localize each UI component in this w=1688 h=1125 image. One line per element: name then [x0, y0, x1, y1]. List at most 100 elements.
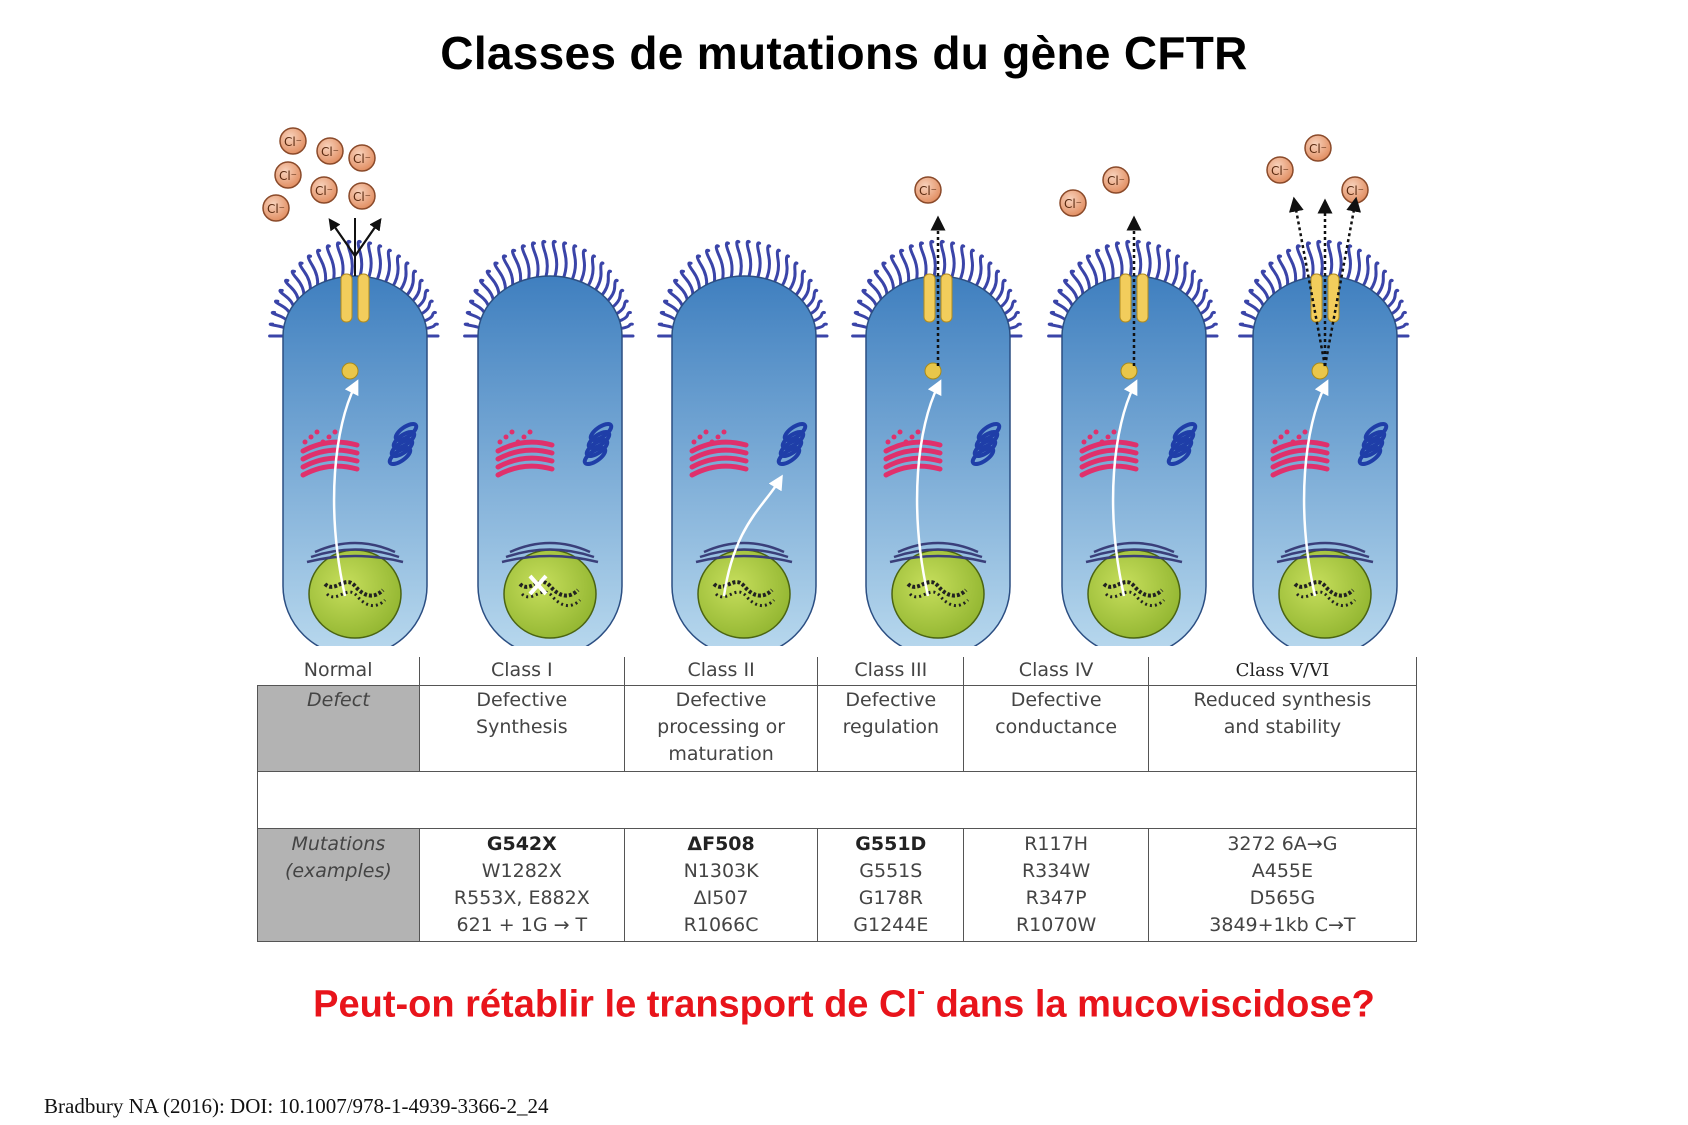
- defect-line: Defective: [675, 689, 767, 711]
- cilium: [1077, 261, 1091, 293]
- golgi-vesicle: [1111, 429, 1117, 435]
- cilium: [974, 254, 984, 289]
- question-text-start: Peut-on rétablir le transport de Cl: [313, 983, 918, 1026]
- cilium: [1095, 248, 1107, 286]
- coil-turn: [393, 421, 419, 443]
- cilium: [1145, 241, 1152, 281]
- cilium: [793, 269, 807, 298]
- cilium: [939, 239, 947, 280]
- cilium: [1295, 244, 1306, 283]
- golgi-vesicle: [691, 439, 697, 445]
- cilium: [1125, 239, 1133, 280]
- golgi-cisterna: [1270, 455, 1330, 470]
- coil-turn: [782, 421, 808, 443]
- cilium: [346, 239, 354, 280]
- column-header-class-iv: Class IV: [963, 657, 1149, 686]
- cilium: [1260, 269, 1276, 298]
- chloride-ion-icon: Cl⁻: [310, 176, 338, 204]
- endoplasmic-reticulum: [1276, 541, 1374, 564]
- golgi-vesicle: [1272, 439, 1278, 445]
- channel-half: [1136, 273, 1149, 323]
- table-row-blank: [257, 771, 1417, 829]
- cilium: [997, 288, 1013, 310]
- cell-4: [1047, 239, 1219, 646]
- cell-2: [657, 239, 829, 646]
- ion-circle: [1304, 134, 1332, 162]
- cilium: [1380, 278, 1394, 304]
- cilium: [616, 310, 632, 324]
- chloride-ion-icon: Cl⁻: [1102, 166, 1130, 194]
- cilium: [530, 241, 540, 281]
- ion-label: Cl⁻: [1271, 164, 1289, 178]
- channel-half: [1119, 273, 1132, 323]
- cilium: [966, 248, 975, 286]
- defect-line: Defective: [476, 689, 568, 711]
- er-icon: [387, 421, 419, 467]
- cilium: [290, 269, 306, 298]
- cftr-channel-icon: [1310, 273, 1340, 323]
- ion-circle: [274, 161, 302, 189]
- golgi-vesicle: [891, 434, 897, 440]
- coil-turn: [1172, 421, 1198, 443]
- cell-5: [1238, 239, 1410, 646]
- golgi-vesicle: [497, 439, 503, 445]
- cilium: [375, 244, 383, 283]
- mutation-example: G1244E: [853, 914, 929, 936]
- defect-line: and stability: [1223, 716, 1342, 738]
- chloride-ion-icon: Cl⁻: [316, 137, 344, 165]
- cilium: [1162, 248, 1171, 286]
- golgi-vesicle: [1278, 434, 1284, 440]
- cilium: [1286, 248, 1298, 286]
- cilium: [1069, 269, 1085, 298]
- cilium: [418, 299, 434, 317]
- cilium: [679, 269, 695, 298]
- cilium: [1005, 322, 1022, 331]
- ion-label: Cl⁻: [284, 135, 302, 149]
- cftr-vesicle: [1311, 362, 1329, 380]
- cilium: [1154, 244, 1162, 283]
- endoplasmic-reticulum: [1085, 541, 1183, 564]
- dna-strand: [714, 590, 776, 607]
- golgi-cisterna: [689, 447, 749, 462]
- cilium: [561, 241, 568, 281]
- cilium: [421, 310, 437, 324]
- cilium: [735, 239, 743, 280]
- cilium: [391, 254, 401, 289]
- row-label-mutations: Mutations (examples): [257, 828, 420, 942]
- cilium: [298, 261, 312, 293]
- question-text-end: dans la mucoviscidose?: [925, 983, 1375, 1026]
- defect-line: Defective: [1010, 689, 1102, 711]
- chloride-ion-icon: Cl⁻: [279, 127, 307, 155]
- cilium: [570, 244, 578, 283]
- channel-half: [357, 273, 370, 323]
- er-arc: [1089, 548, 1179, 559]
- cilium: [1254, 278, 1270, 304]
- defect-line: Reduced synthesis: [1193, 689, 1372, 711]
- golgi-cisterna: [689, 455, 749, 470]
- trafficking-arrow: [332, 379, 359, 597]
- cilium: [929, 239, 937, 280]
- golgi-cisterna: [495, 439, 555, 454]
- mutations-class-iii: G551D G551S G178R G1244E: [817, 828, 965, 942]
- golgi-cisterna: [495, 463, 555, 478]
- cftr-channel-icon: [1119, 273, 1149, 323]
- cftr-vesicle: [341, 362, 359, 380]
- mutation-example: R1066C: [683, 914, 759, 936]
- golgi-cisterna: [689, 439, 749, 454]
- golgi-vesicle: [885, 439, 891, 445]
- cilium: [578, 248, 587, 286]
- question-superscript: -: [917, 978, 926, 1005]
- ion-circle: [348, 182, 376, 210]
- dna-strand: [1104, 590, 1166, 607]
- golgi-vesicle: [1302, 429, 1308, 435]
- golgi-vesicle: [509, 429, 515, 435]
- cilia: [268, 239, 440, 338]
- cilium: [867, 278, 883, 304]
- cilium: [803, 288, 819, 310]
- cilium: [981, 261, 993, 293]
- dna-strand: [323, 580, 385, 598]
- golgi-cisterna: [495, 455, 555, 470]
- cilium: [501, 254, 515, 289]
- trafficking-arrow: [722, 474, 783, 597]
- cilium: [1361, 254, 1371, 289]
